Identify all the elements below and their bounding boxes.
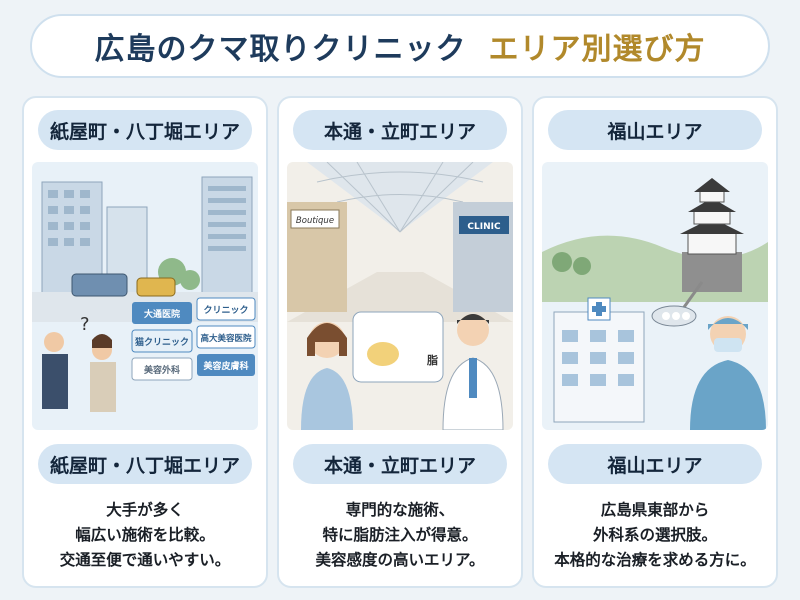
- area-label-top: 本通・立町エリア: [293, 110, 507, 150]
- title-banner: 広島のクマ取りクリニック エリア別選び方: [30, 14, 770, 78]
- area-label-top: 福山エリア: [548, 110, 762, 150]
- sign-2: クリニック: [203, 305, 248, 316]
- area-description: 専門的な施術、 特に脂肪注入が得意。 美容感度の高いエリア。: [285, 498, 515, 573]
- page-subtitle: エリア別選び方: [488, 32, 706, 67]
- surgical-light-icon: [651, 281, 704, 327]
- desc-line: 外科系の選択肢。: [592, 526, 717, 544]
- clinic-signs: 大通医院 クリニック 猫クリニック 高大美容医院 美容外科 美容皮膚科: [131, 297, 256, 381]
- desc-line: 特に脂肪注入が得意。: [322, 526, 478, 544]
- area-label-top: 紙屋町・八丁堀エリア: [38, 110, 252, 150]
- surgeon-icon: [690, 316, 766, 430]
- desc-line: 専門的な施術、: [345, 501, 455, 519]
- sign-4: 高大美容医院: [200, 333, 252, 344]
- area-description: 広島県東部から 外科系の選択肢。 本格的な治療を求める方に。: [540, 498, 770, 573]
- clinic-sign: CLINIC: [467, 222, 501, 232]
- area-label-bottom: 福山エリア: [548, 444, 762, 484]
- desc-line: 広島県東部から: [600, 501, 710, 519]
- hospital-icon: [553, 297, 645, 423]
- desc-line: 幅広い施術を比較。: [75, 526, 215, 544]
- sign-3: 猫クリニック: [135, 336, 189, 348]
- area-description: 大手が多く 幅広い施術を比較。 交通至便で通いやすい。: [30, 498, 260, 573]
- sign-5: 美容外科: [144, 364, 180, 376]
- area-label-bottom: 本通・立町エリア: [293, 444, 507, 484]
- illustration-fukuyama: [542, 162, 768, 430]
- desc-line: 交通至便で通いやすい。: [59, 551, 231, 569]
- question-bubble: ?: [80, 314, 90, 335]
- area-card-fukuyama: 福山エリア: [532, 96, 778, 588]
- sign-6: 美容皮膚科: [203, 360, 248, 372]
- castle-icon: [680, 178, 744, 292]
- desc-line: 本格的な治療を求める方に。: [554, 551, 756, 569]
- area-card-kamiyacho: 紙屋町・八丁堀エリア: [22, 96, 268, 588]
- area-card-hondori: 本通・立町エリア Boutique CLINIC: [277, 96, 523, 588]
- page-title: 広島のクマ取りクリニック: [94, 32, 467, 67]
- desc-line: 大手が多く: [106, 501, 184, 519]
- illustration-kamiyacho: 大通医院 クリニック 猫クリニック 高大美容医院 美容外科 美容皮膚科 ?: [32, 162, 258, 430]
- illustration-hondori: Boutique CLINIC 脂: [287, 162, 513, 430]
- boutique-sign: Boutique: [296, 216, 334, 226]
- area-label-bottom: 紙屋町・八丁堀エリア: [38, 444, 252, 484]
- fat-label: 脂: [426, 353, 438, 367]
- desc-line: 美容感度の高いエリア。: [315, 551, 485, 569]
- sign-1: 大通医院: [144, 308, 180, 320]
